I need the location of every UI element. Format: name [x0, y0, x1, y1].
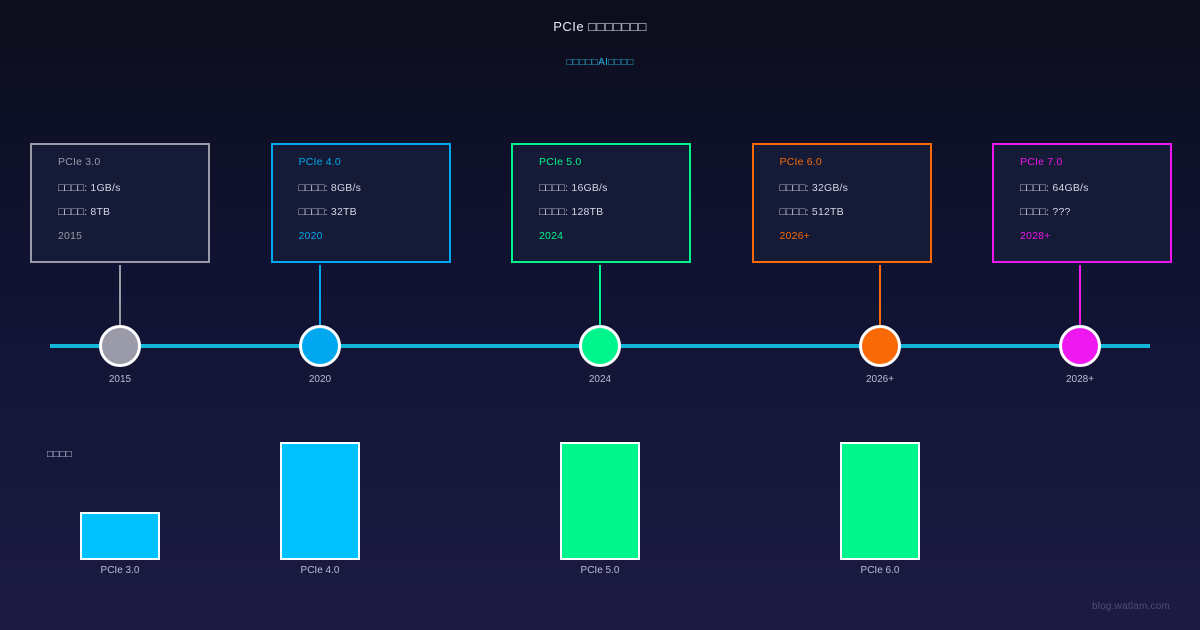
chart-bar-label: PCIe 5.0	[580, 565, 620, 576]
spec-card[interactable]: PCIe 6.0 □□□□: 32GB/s □□□□: 512TB 2026+	[751, 143, 932, 263]
connector-line	[879, 265, 881, 345]
spec-card-title: PCIe 3.0	[58, 156, 101, 168]
connector-group	[0, 265, 1200, 347]
spec-card-metric: □□□□: 8GB/s	[298, 182, 362, 194]
spec-card[interactable]: PCIe 3.0 □□□□: 1GB/s □□□□: 8TB 2015	[30, 143, 210, 263]
chart-bar-label: PCIe 3.0	[100, 565, 140, 576]
spec-card-metric: □□□□: 512TB	[779, 206, 844, 218]
spec-card-metric: □□□□: ???	[1020, 206, 1071, 218]
spec-card-title: PCIe 4.0	[298, 156, 341, 168]
spec-card[interactable]: PCIe 4.0 □□□□: 8GB/s □□□□: 32TB 2020	[270, 143, 451, 263]
spec-card-metric: □□□□: 64GB/s	[1020, 182, 1089, 194]
spec-card-metric: □□□□: 32TB	[298, 206, 357, 218]
spec-card-metric: □□□□: 32GB/s	[779, 182, 849, 194]
spec-card-title: PCIe 7.0	[1020, 156, 1063, 168]
spec-card-year: 2020	[298, 230, 323, 242]
page-subtitle: □□□□□AI□□□□	[566, 57, 634, 68]
spec-card-metric: □□□□: 16GB/s	[539, 182, 608, 194]
chart-bar[interactable]	[80, 512, 160, 560]
spec-card-metric: □□□□: 8TB	[58, 206, 111, 218]
watermark: blog.watlam.com	[1091, 601, 1170, 612]
chart-bar[interactable]	[280, 442, 360, 560]
spec-card[interactable]: PCIe 7.0 □□□□: 64GB/s □□□□: ??? 2028+	[992, 143, 1172, 263]
chart-bar[interactable]	[560, 442, 640, 560]
spec-card-title: PCIe 6.0	[779, 156, 822, 168]
spec-card[interactable]: PCIe 5.0 □□□□: 16GB/s □□□□: 128TB 2024	[511, 143, 691, 263]
spec-card-year: 2028+	[1020, 230, 1051, 242]
spec-card-metric: □□□□: 1GB/s	[58, 182, 121, 194]
spec-card-year: 2026+	[779, 230, 810, 242]
spec-card-metric: □□□□: 128TB	[539, 206, 604, 218]
spec-card-row: PCIe 3.0 □□□□: 1GB/s □□□□: 8TB 2015 PCIe 4.0…	[30, 143, 1172, 263]
header: PCIe □□□□□□□ □□□□□AI□□□□	[0, 0, 1200, 68]
spec-card-title: PCIe 5.0	[539, 156, 582, 168]
spec-card-year: 2024	[539, 230, 564, 242]
spec-card-year: 2015	[58, 230, 83, 242]
chart-title: □□□□	[47, 449, 72, 460]
page-title: PCIe □□□□□□□	[553, 19, 647, 34]
connector-line	[599, 265, 601, 345]
connector-line	[1079, 265, 1081, 345]
chart-bar[interactable]	[840, 442, 920, 560]
chart-bar-label: PCIe 6.0	[860, 565, 900, 576]
connector-line	[119, 265, 121, 345]
connector-line	[319, 265, 321, 345]
chart-bar-label: PCIe 4.0	[300, 565, 340, 576]
